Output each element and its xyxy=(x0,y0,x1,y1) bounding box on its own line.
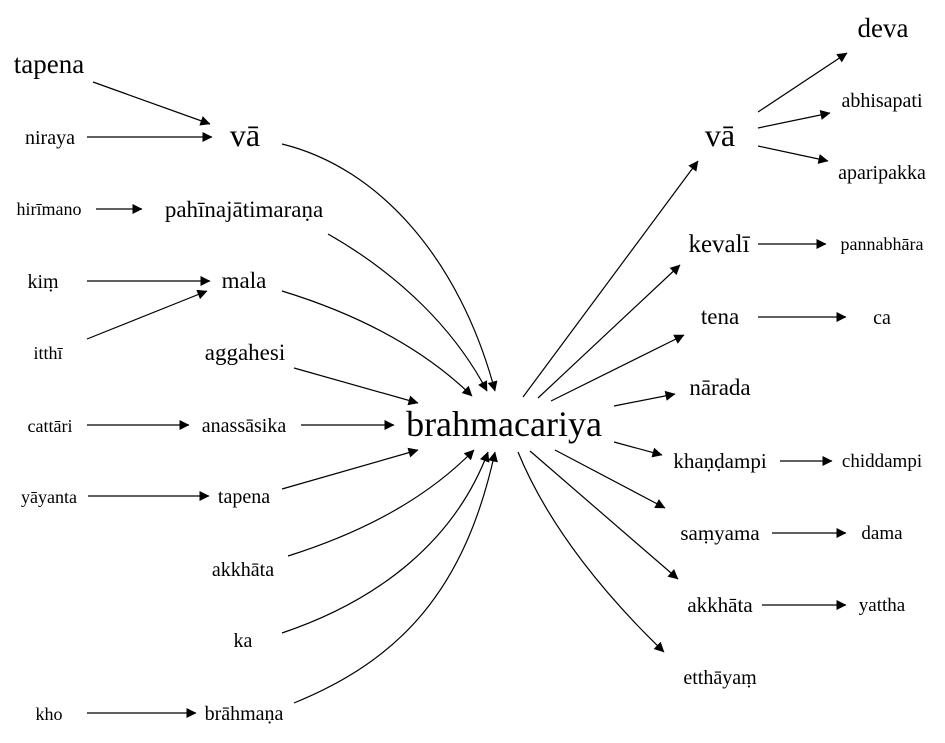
node-brahmacariya: brahmacariya xyxy=(406,404,602,444)
node-anassasika: anassāsika xyxy=(202,415,287,437)
edge-va-to-abhisapati xyxy=(757,110,831,129)
node-tapena-top: tapena xyxy=(14,49,84,79)
edge-brahmacariya-to-khandampi xyxy=(613,441,663,458)
edge-brahmacariya-to-etthayam xyxy=(517,451,665,653)
node-deva: deva xyxy=(858,13,909,43)
node-etthayam: etthāyaṃ xyxy=(683,667,757,689)
node-abhisapati: abhisapati xyxy=(841,90,923,112)
node-chiddampi: chiddampi xyxy=(842,451,922,472)
edge-va-to-aparipakka xyxy=(757,145,829,164)
edge-brahmana-to-brahmacariya xyxy=(293,451,498,704)
edge-tapena-to-va xyxy=(92,81,211,126)
edge-mala-to-brahmacariya xyxy=(281,290,473,397)
edge-aggahesi-to-brahmacariya xyxy=(293,367,419,406)
edge-brahmacariya-to-samyama xyxy=(554,449,666,509)
edge-tapena-low-to-brahmacariya xyxy=(281,447,419,490)
node-khandampi: khaṇḍampi xyxy=(673,449,766,473)
edge-itthi-to-mala xyxy=(86,289,208,340)
node-akkhata-left: akkhāta xyxy=(212,559,274,581)
edge-brahmacariya-to-narada xyxy=(613,390,676,407)
node-pannabhara: pannabhāra xyxy=(841,234,924,254)
node-dama: dama xyxy=(861,523,903,544)
node-tapena-low: tapena xyxy=(218,486,270,508)
edge-va-to-brahmacariya xyxy=(281,143,498,392)
edge-brahmacariya-to-akkhata xyxy=(529,450,679,580)
edge-brahmacariya-to-kevali xyxy=(537,264,681,399)
node-brahmana: brāhmaṇa xyxy=(205,703,284,725)
node-ka: ka xyxy=(234,630,253,652)
edge-brahmacariya-to-va-right xyxy=(522,160,699,398)
node-aparipakka: aparipakka xyxy=(838,162,926,184)
node-kevali: kevalī xyxy=(688,231,750,258)
node-kho: kho xyxy=(36,704,63,724)
node-hirimano: hirīmano xyxy=(17,199,82,219)
node-pahinajatimarana: pahīnajātimaraṇa xyxy=(165,197,323,222)
node-va-right: vā xyxy=(705,117,735,153)
node-aggahesi: aggahesi xyxy=(205,340,285,365)
node-itthi: itthī xyxy=(33,343,63,363)
node-akkhata-right: akkhāta xyxy=(687,593,753,617)
edges xyxy=(86,52,848,718)
node-cattari: cattāri xyxy=(28,416,73,436)
node-yayanta: yāyanta xyxy=(21,487,77,507)
nodes: tapena vā niraya hirīmano pahīnajātimara… xyxy=(14,13,926,725)
edge-ka-to-brahmacariya xyxy=(281,451,490,634)
node-mala: mala xyxy=(222,268,267,293)
node-kim: kiṃ xyxy=(27,271,59,293)
node-ca: ca xyxy=(873,307,891,329)
node-samyama: saṃyama xyxy=(680,521,760,545)
node-narada: nārada xyxy=(689,375,750,400)
edge-akkhata-to-brahmacariya xyxy=(287,449,475,557)
edge-brahmacariya-to-tena xyxy=(550,334,685,402)
edge-va-to-deva xyxy=(757,52,848,113)
node-tena: tena xyxy=(701,304,739,329)
edge-pahinajatimarana-to-brahmacariya xyxy=(327,233,488,392)
node-niraya: niraya xyxy=(25,127,75,149)
node-va-left: vā xyxy=(230,117,260,153)
node-yattha: yattha xyxy=(859,595,906,616)
